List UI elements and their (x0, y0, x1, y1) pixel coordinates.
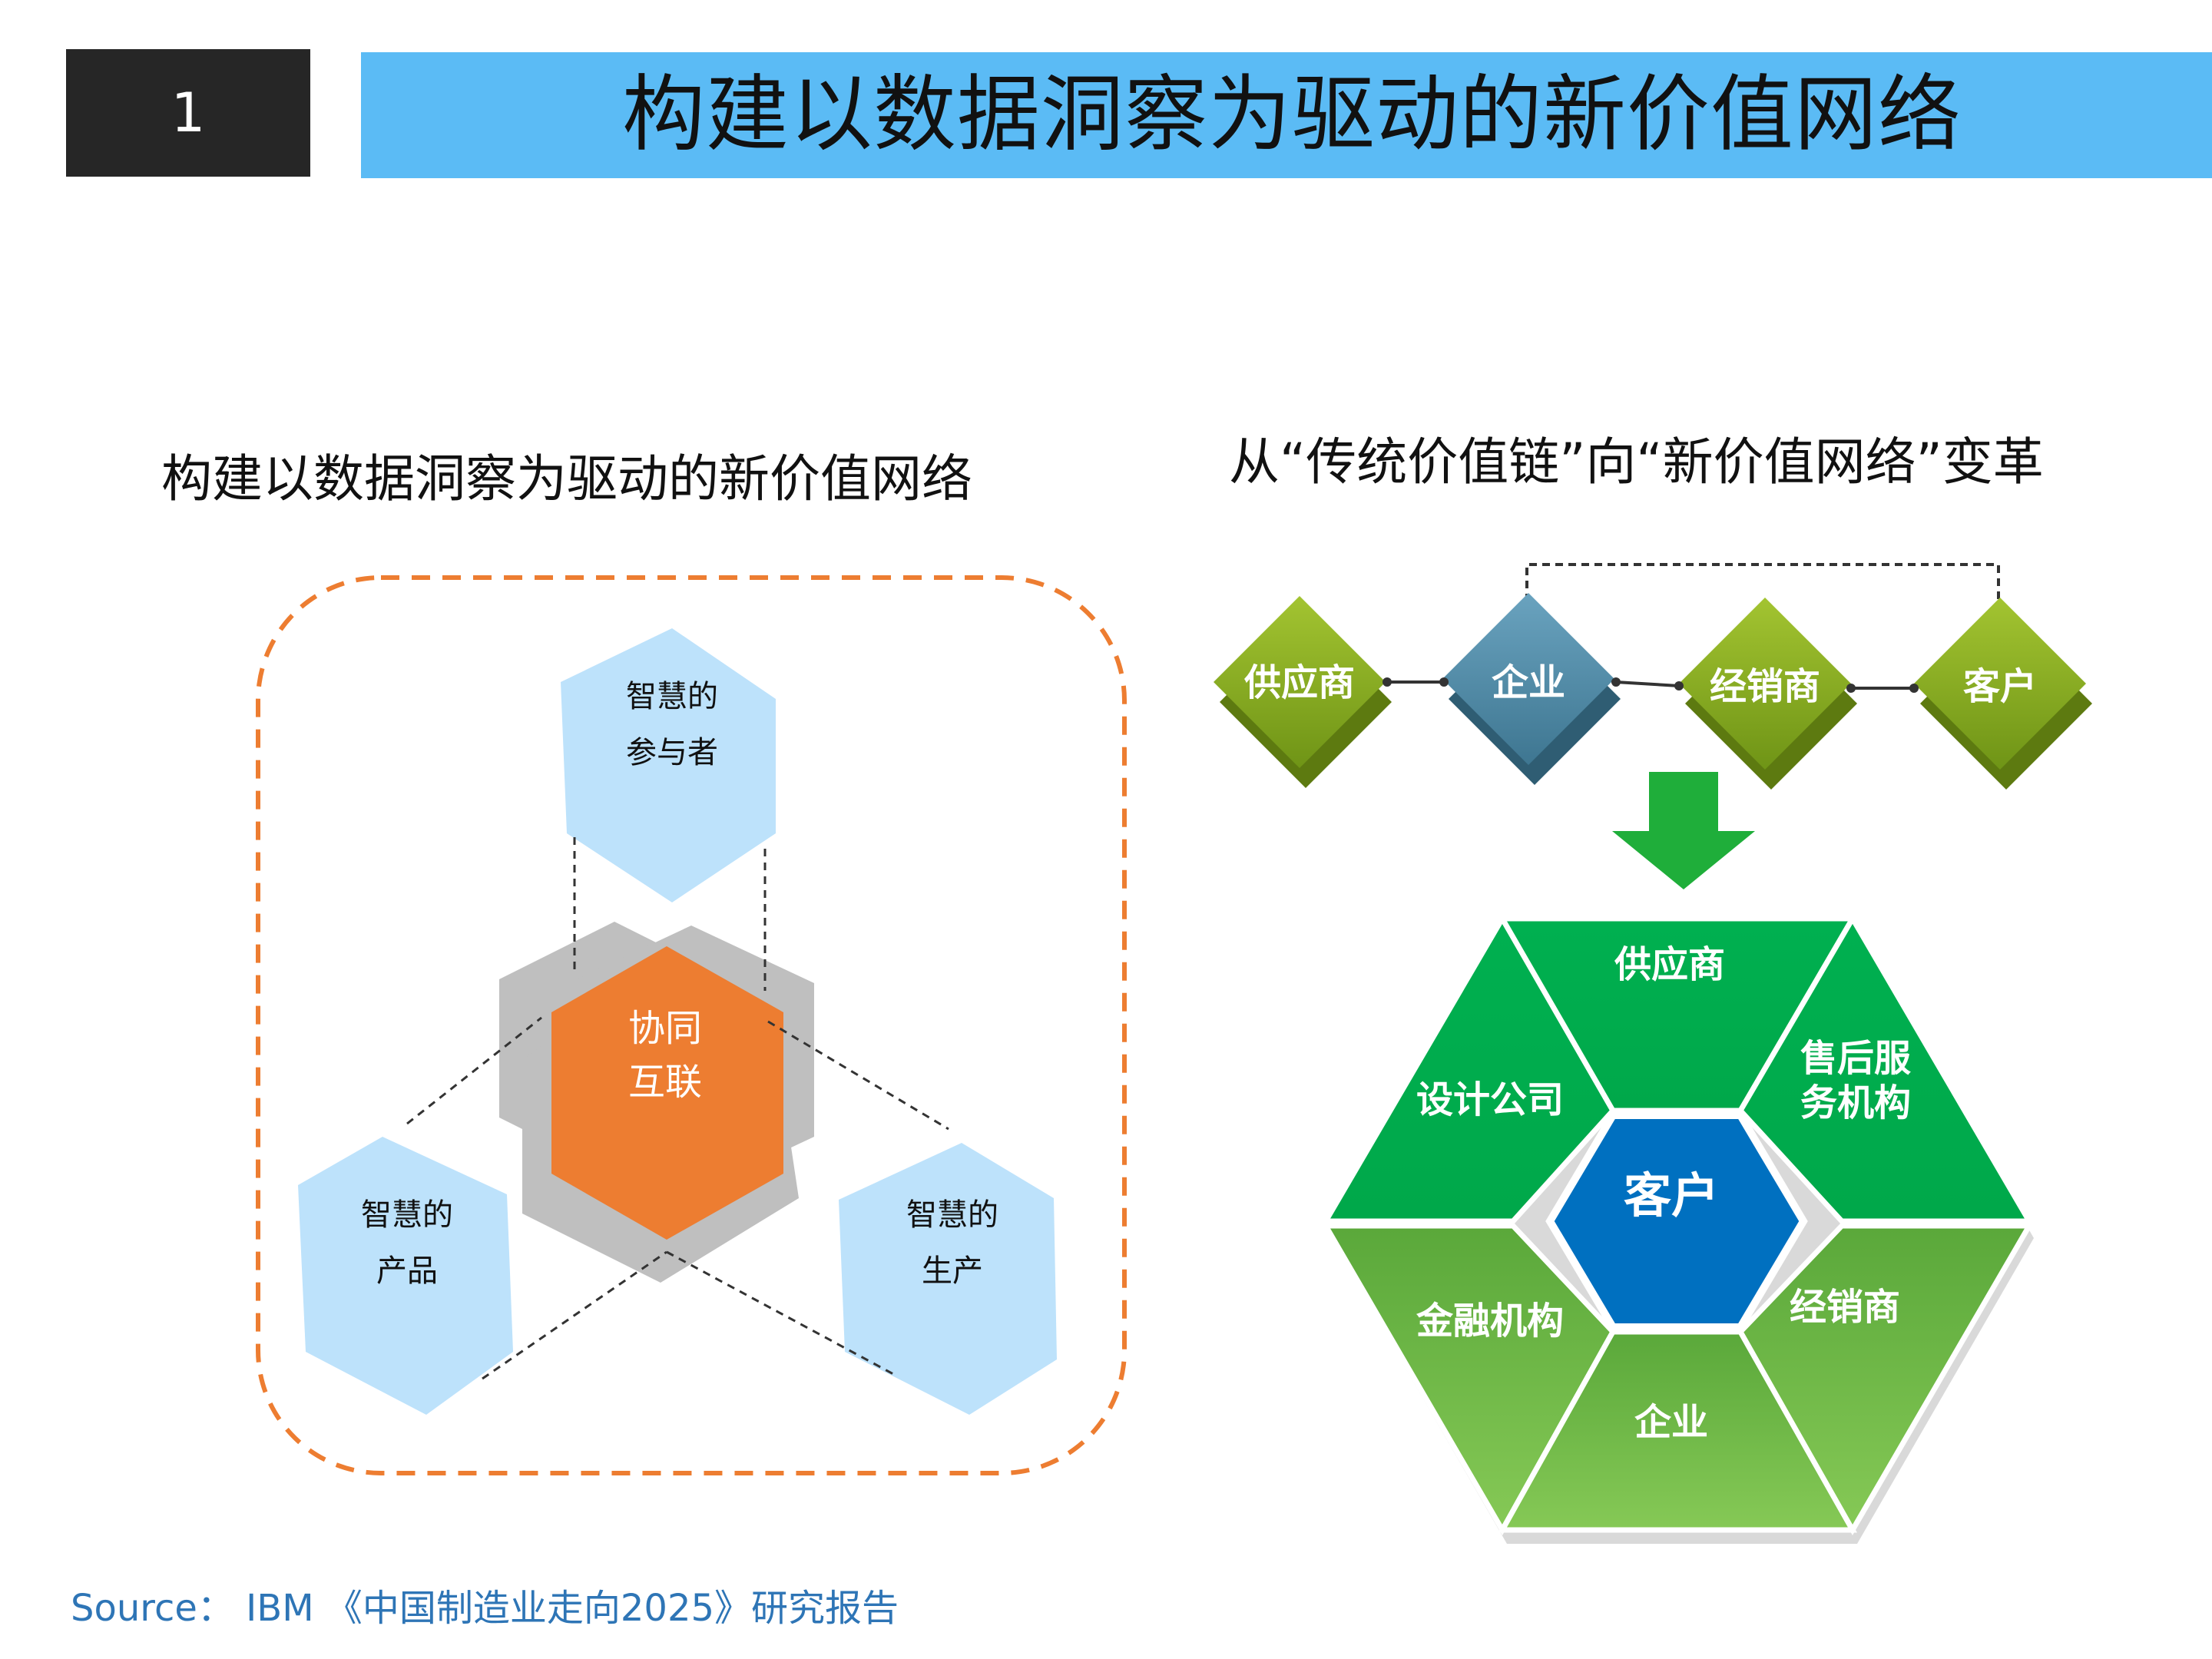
left-hex-label: 智慧的 (361, 1197, 453, 1233)
chain-diamond-supplier (1214, 596, 1392, 788)
chain-dot (1439, 677, 1449, 687)
chain-label-enterprise: 企业 (1492, 661, 1565, 704)
center-hex-label: 互联 (628, 1061, 702, 1104)
network-label-center: 客户 (1624, 1167, 1719, 1224)
chain-dot (1674, 681, 1684, 690)
top-hex-label: 参与者 (626, 735, 718, 770)
left-hex (298, 1137, 513, 1415)
network-label-upper-left: 设计公司 (1416, 1078, 1564, 1121)
chain-diamond-distributor (1679, 598, 1857, 790)
connector-line (666, 1250, 896, 1376)
down-arrow-icon (1612, 772, 1755, 889)
network-label-lower-left: 金融机构 (1416, 1300, 1564, 1343)
title-bar: 构建以数据洞察为驱动的新价值网络 (361, 52, 2212, 178)
connector-line (406, 1016, 542, 1125)
network-label-upper-right: 售后服 (1800, 1037, 1911, 1080)
top-hex (561, 628, 776, 902)
left-subtitle: 构建以数据洞察为驱动的新价值网络 (161, 449, 972, 508)
source-note: Source： IBM 《中国制造业走向2025》研究报告 (71, 1587, 899, 1630)
right-hex (839, 1143, 1057, 1415)
right-subtitle: 从“传统价值链”向“新价值网络”变革 (1229, 432, 2044, 492)
chain-dot (1909, 684, 1919, 693)
network-label-top: 供应商 (1614, 943, 1725, 986)
network-segment-upper-right (1737, 913, 2035, 1224)
right-hex-label: 生产 (922, 1253, 983, 1289)
chain-label-supplier: 供应商 (1244, 661, 1355, 704)
network-center-hex (1545, 1111, 1808, 1331)
network-label-lower-right: 经销商 (1790, 1286, 1900, 1329)
network-segment-lower-right (1737, 1223, 2035, 1536)
chain-connector (1615, 680, 1680, 687)
chain-diamond-customer (1914, 598, 2092, 790)
right-hex-label: 智慧的 (906, 1197, 998, 1233)
network-label-upper-right: 务机构 (1800, 1081, 1911, 1124)
center-hex-label: 协同 (628, 1007, 702, 1050)
chain-label-customer: 客户 (1963, 665, 2037, 708)
chain-diamond-enterprise (1442, 593, 1621, 785)
dashed-border (256, 575, 1127, 1475)
chain-label-distributor: 经销商 (1710, 665, 1820, 708)
chain-dot (1846, 684, 1856, 693)
center-hex (551, 946, 783, 1240)
network-label-bottom: 企业 (1634, 1401, 1708, 1444)
chain-dot (1382, 677, 1392, 687)
top-hex-label: 智慧的 (626, 679, 718, 714)
left-hex-label: 产品 (376, 1253, 438, 1289)
connector-line (767, 1020, 949, 1131)
network-hexagon (1320, 913, 2035, 1544)
connector-line (482, 1250, 667, 1380)
slide-number: 1 (66, 49, 310, 177)
slide-title: 构建以数据洞察为驱动的新价值网络 (622, 67, 1962, 163)
chain-dot (1611, 677, 1621, 687)
